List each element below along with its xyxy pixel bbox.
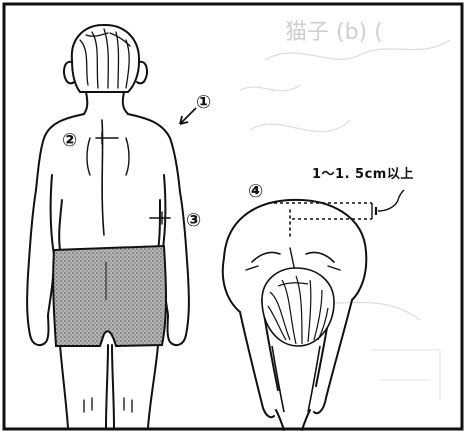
standing-figure [27,25,189,428]
pointer-arrow-1 [180,108,196,124]
label-4: ④ [248,181,263,202]
label-3: ③ [186,210,201,231]
label-2: ② [62,130,77,151]
faint-header-text: 猫子 (b) ( [285,14,383,46]
label-1: ① [196,92,211,113]
measurement-guide [268,190,404,219]
measurement-label: 1〜1. 5cm以上 [312,163,414,182]
shorts [53,246,166,346]
bending-head [262,268,334,346]
